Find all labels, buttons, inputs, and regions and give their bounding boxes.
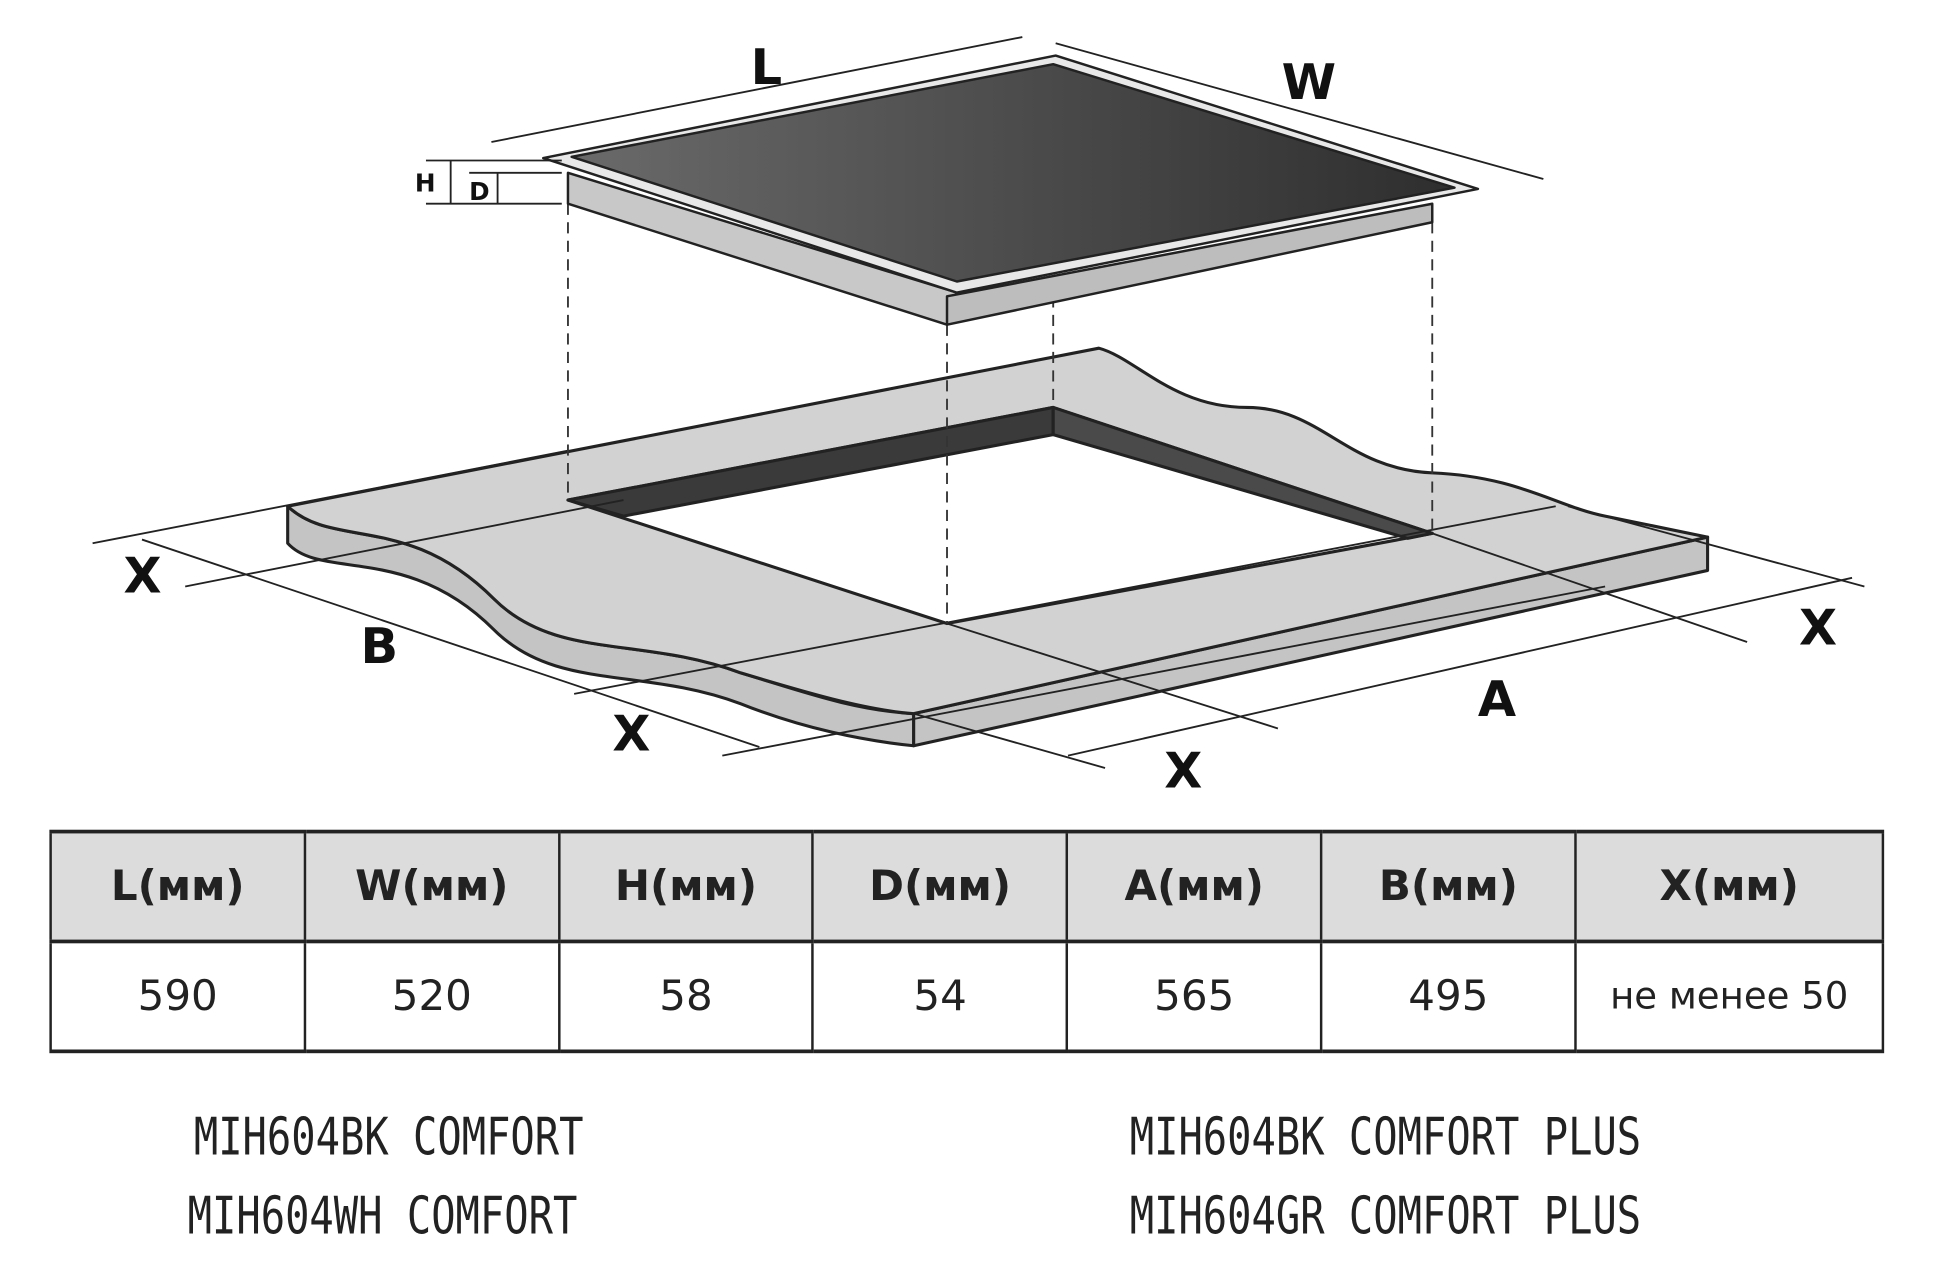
- value-A: 565: [1065, 940, 1323, 1054]
- label-X-bottom: X: [1164, 742, 1202, 800]
- value-B: 495: [1320, 940, 1577, 1054]
- header-W: W(мм): [303, 829, 561, 944]
- value-W: 520: [303, 940, 561, 1054]
- label-X-right: X: [1799, 599, 1837, 657]
- model-name: MIH604BK COMFORT: [193, 1106, 584, 1167]
- model-name: MIH604WH COMFORT: [187, 1185, 578, 1246]
- header-B: B(мм): [1320, 829, 1577, 944]
- header-L: L(мм): [49, 829, 306, 944]
- label-B: B: [361, 617, 399, 675]
- dimensions-table: L(мм) W(мм) H(мм) D(мм) A(мм) B(мм) X(мм…: [49, 829, 1885, 1054]
- hob-installation-diagram: L W H D X B X X A X: [92, 36, 1865, 800]
- header-A: A(мм): [1065, 829, 1323, 944]
- value-L: 590: [49, 940, 306, 1054]
- table-header-row: L(мм) W(мм) H(мм) D(мм) A(мм) B(мм) X(мм…: [49, 829, 1885, 944]
- model-name: MIH604BK COMFORT PLUS: [1129, 1106, 1642, 1167]
- dimension-labels: L W H D X B X X A X: [123, 38, 1837, 800]
- header-D: D(мм): [811, 829, 1069, 944]
- hob: [542, 54, 1480, 326]
- table-row: 590 520 58 54 565 495 не менее 50: [49, 940, 1885, 1054]
- dimension-lines: [425, 36, 1544, 205]
- label-X-left: X: [123, 547, 161, 605]
- label-A: A: [1478, 670, 1516, 728]
- label-D: D: [469, 177, 490, 206]
- value-X: не менее 50: [1574, 940, 1885, 1054]
- label-L: L: [751, 38, 782, 96]
- model-name: MIH604GR COMFORT PLUS: [1129, 1185, 1642, 1246]
- header-X: X(мм): [1574, 829, 1885, 944]
- label-H: H: [415, 168, 436, 197]
- value-H: 58: [557, 940, 815, 1054]
- countertop: [92, 346, 1865, 769]
- value-D: 54: [811, 940, 1069, 1054]
- header-H: H(мм): [557, 829, 815, 944]
- label-X-bottom-left: X: [612, 705, 650, 763]
- label-W: W: [1282, 53, 1336, 111]
